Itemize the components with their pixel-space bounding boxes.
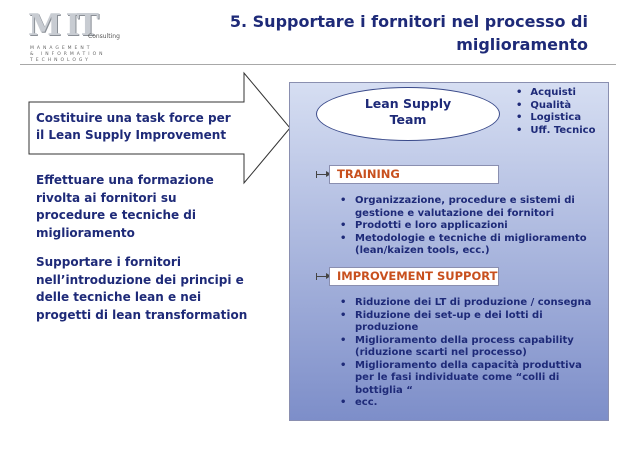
team-member: Acquisti	[516, 87, 595, 100]
logo-consulting-label: Consulting	[88, 33, 120, 40]
slide-title: 5. Supportare i fornitori nel processo d…	[229, 12, 588, 54]
team-member: Qualità	[516, 100, 595, 113]
lean-supply-team-ellipse	[316, 87, 500, 141]
company-logo: M IT Consulting MANAGEMENT & INFORMATION…	[28, 8, 120, 68]
improvement-list: Riduzione dei LT di produzione / consegn…	[340, 297, 600, 410]
list-item: Miglioramento della capacità produttiva …	[340, 360, 600, 398]
training-paragraph: Effettuare una formazione rivolta ai for…	[36, 173, 214, 240]
training-connector	[316, 171, 331, 178]
team-members-list: Acquisti Qualità Logistica Uff. Tecnico	[516, 87, 595, 137]
list-item: Prodotti e loro applicazioni	[340, 220, 600, 233]
list-item: Organizzazione, procedure e sistemi di g…	[340, 195, 600, 220]
team-member: Logistica	[516, 112, 595, 125]
support-paragraph: Supportare i fornitori nell’introduzione…	[36, 255, 248, 322]
list-item: Riduzione dei set-up e dei lotti di prod…	[340, 310, 600, 335]
improvement-support-header: IMPROVEMENT SUPPORT	[329, 267, 499, 286]
list-item: Miglioramento della process capability (…	[340, 335, 600, 360]
list-item: ecc.	[340, 397, 600, 410]
training-list: Organizzazione, procedure e sistemi di g…	[340, 195, 600, 258]
title-divider	[20, 64, 616, 65]
task-force-arrow-shape	[28, 71, 291, 185]
list-item: Metodologie e tecniche di miglioramento …	[340, 233, 600, 258]
logo-tagline: MANAGEMENT & INFORMATION TECHNOLOGY	[30, 46, 106, 63]
lean-supply-team-label: Lean Supply Team	[364, 96, 452, 127]
team-member: Uff. Tecnico	[516, 125, 595, 138]
improvement-connector	[316, 273, 331, 280]
task-force-text: Costituire una task force per il Lean Su…	[36, 111, 231, 142]
training-header: TRAINING	[329, 165, 499, 184]
list-item: Riduzione dei LT di produzione / consegn…	[340, 297, 600, 310]
logo-mark: M IT	[28, 8, 99, 43]
